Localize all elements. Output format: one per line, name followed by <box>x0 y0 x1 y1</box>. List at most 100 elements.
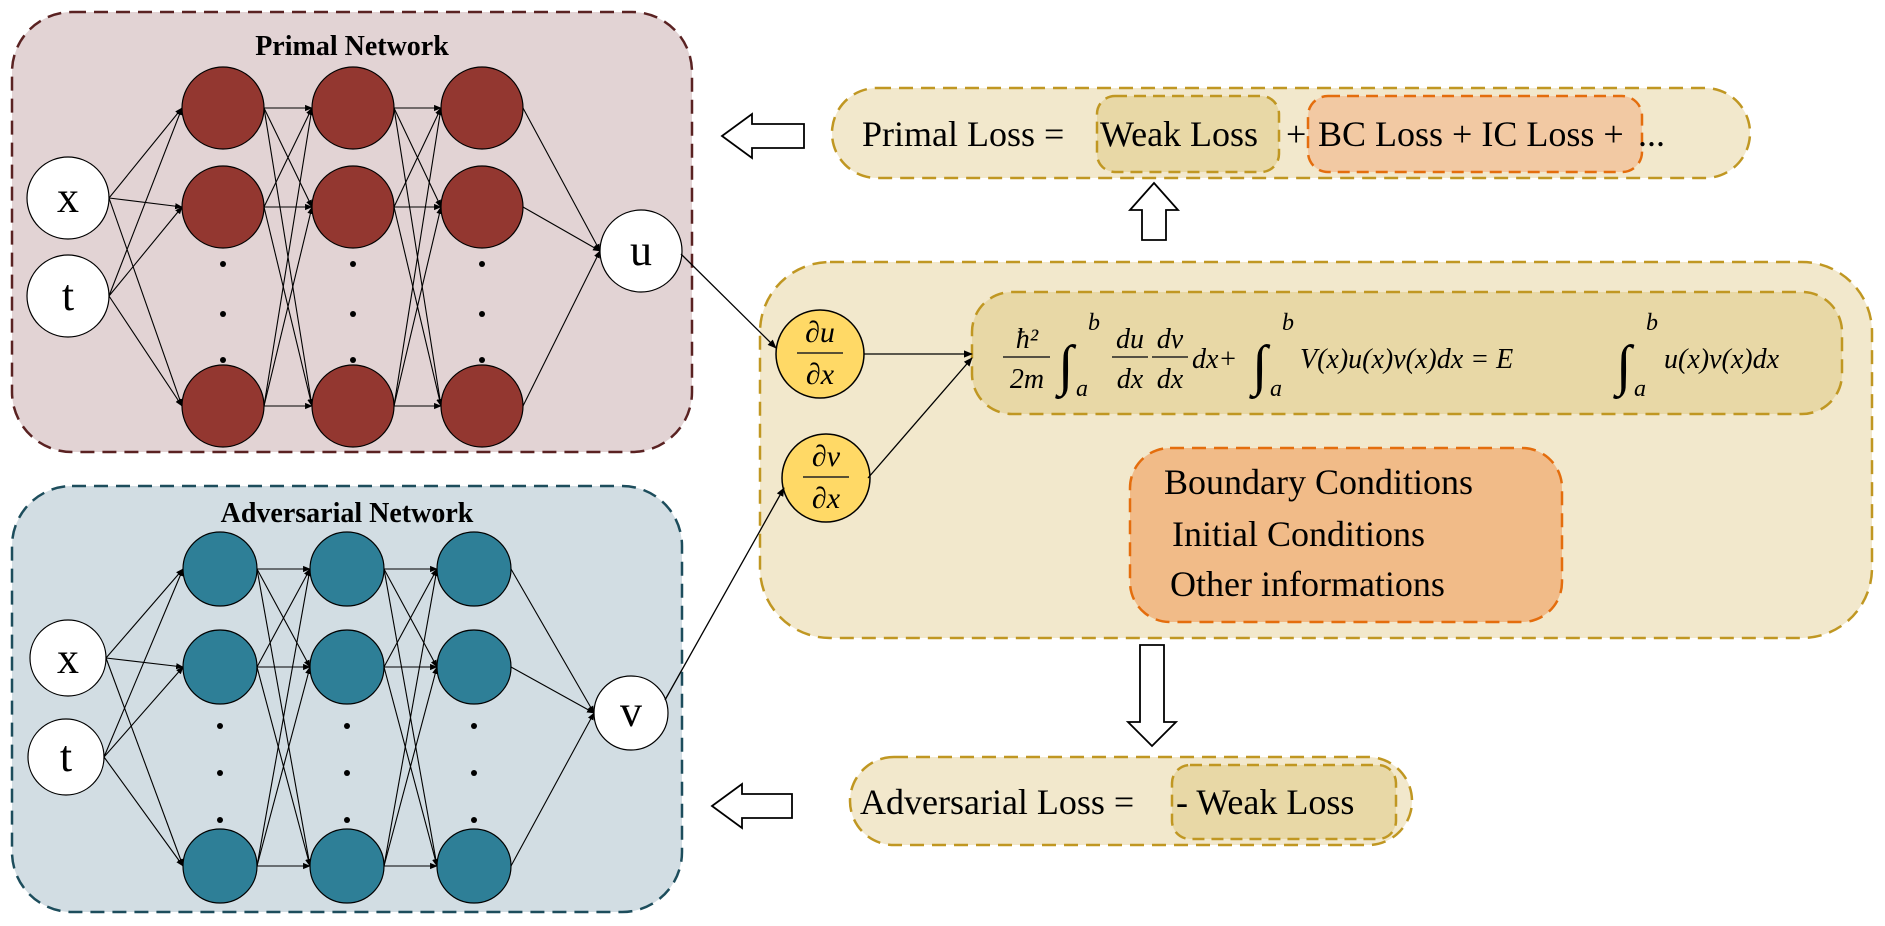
primal-bc-ic-loss: BC Loss + IC Loss + <box>1318 114 1633 154</box>
primal-network-panel: Primal Network x t u <box>10 10 694 454</box>
integral-2: ∫ <box>1249 335 1271 400</box>
adversarial-hidden-node-l2-n0 <box>436 531 512 607</box>
hollow-up-arrow-icon <box>1127 181 1181 241</box>
primal-bc-ic-highlight <box>1306 94 1644 174</box>
adversarial-edge-l1n2-l2n1 <box>383 666 439 867</box>
u-to-dudx-arrow <box>680 253 777 349</box>
hollow-down-arrow-icon <box>1125 644 1179 748</box>
primal-ellipsis-dot-l1-1 <box>350 311 356 317</box>
du-denominator: dx <box>1117 364 1144 395</box>
primal-input-x-label: x <box>57 173 79 222</box>
primal-weak-loss: Weak Loss <box>1100 114 1258 154</box>
primal-hidden-node-l0-n0 <box>181 66 265 150</box>
integral-3-upper: b <box>1646 310 1658 336</box>
dv-denominator: dx <box>1157 364 1184 395</box>
primal-loss-ellipsis: ... <box>1638 114 1665 154</box>
primal-ellipsis-dot-l2-1 <box>479 311 485 317</box>
adversarial-edge-input0-l0n0 <box>105 568 184 659</box>
adversarial-loss-prefix: Adversarial Loss = <box>860 782 1143 822</box>
primal-input-t-label: t <box>62 271 74 320</box>
integral-3-lower: a <box>1634 376 1646 402</box>
integral-1-lower: a <box>1076 376 1088 402</box>
adversarial-edge-l2n0-output <box>510 568 595 714</box>
primal-hidden-node-l0-n2 <box>181 364 265 448</box>
integral-3: ∫ <box>1613 335 1635 400</box>
dv-numerator: dv <box>1157 324 1184 355</box>
primal-ellipsis-dot-l0-1 <box>220 311 226 317</box>
dvdx-to-equation-arrow <box>867 357 973 479</box>
primal-edge-l1n1-l2n0 <box>393 107 442 208</box>
adversarial-network-panel: Adversarial Network x t v <box>10 484 684 914</box>
adversarial-edge-input1-l0n1 <box>103 666 184 758</box>
du-dx-label: ∂u ∂x <box>797 316 843 391</box>
primal-ellipsis-dot-l1-2 <box>350 357 356 363</box>
primal-hidden-node-l2-n1 <box>440 165 524 249</box>
primal-edge-input0-l0n2 <box>108 197 183 407</box>
adversarial-edge-l2n1-output <box>510 666 595 714</box>
adversarial-edge-l0n2-l1n0 <box>256 568 312 867</box>
primal-edge-l0n1-l1n0 <box>263 107 313 208</box>
coef-numerator: ħ² <box>1016 324 1039 355</box>
dv-dx-numerator: ∂v <box>812 440 841 473</box>
condition-boundary: Boundary Conditions <box>1164 462 1473 502</box>
adversarial-edge-l1n1-l2n0 <box>383 568 438 668</box>
adversarial-ellipsis-dot-l1-2 <box>344 817 350 823</box>
adversarial-ellipsis-dot-l0-0 <box>217 723 223 729</box>
primal-ellipsis-dot-l0-0 <box>220 261 226 267</box>
dv-dx-denominator: ∂x <box>812 482 841 515</box>
primal-edge-l0n2-l1n0 <box>263 107 314 407</box>
primal-hidden-node-l1-n0 <box>311 66 395 150</box>
integral-2-upper: b <box>1282 310 1294 336</box>
term1-tail: dx+ <box>1192 344 1237 375</box>
primal-hidden-node-l1-n1 <box>311 165 395 249</box>
primal-output-u-label: u <box>630 226 652 275</box>
conditions-box <box>1128 446 1564 624</box>
adversarial-edges <box>103 565 595 870</box>
adversarial-weak-loss-highlight <box>1170 763 1398 841</box>
term2: V(x)u(x)v(x)dx = E <box>1300 344 1513 375</box>
primal-nodes <box>26 66 683 448</box>
primal-edge-input1-l0n0 <box>108 107 183 297</box>
primal-edge-l1n2-l2n1 <box>393 206 443 407</box>
dv-dx-label: ∂v ∂x <box>803 440 849 515</box>
primal-edge-l2n0-output <box>522 107 601 252</box>
adversarial-output-node <box>593 675 669 751</box>
adversarial-network-title: Adversarial Network <box>221 498 474 529</box>
adversarial-hidden-node-l0-n2 <box>182 828 258 904</box>
adversarial-hidden-node-l2-n1 <box>436 629 512 705</box>
primal-hidden-node-l0-n1 <box>181 165 265 249</box>
adversarial-ellipsis-dot-l1-1 <box>344 770 350 776</box>
term3: u(x)v(x)dx <box>1664 344 1780 375</box>
adversarial-output-v-label: v <box>620 687 642 736</box>
dv-dx-node <box>781 433 871 523</box>
adversarial-edge-l0n1-l1n0 <box>256 568 311 668</box>
primal-hidden-node-l1-n2 <box>311 364 395 448</box>
adversarial-edge-l2n2-output <box>510 712 595 867</box>
du-dx-numerator: ∂u <box>805 316 835 349</box>
condition-other: Other informations <box>1170 564 1445 604</box>
adversarial-ellipsis-dot-l0-2 <box>217 817 223 823</box>
primal-output-node <box>599 209 683 293</box>
adversarial-hidden-node-l1-n1 <box>309 629 385 705</box>
adversarial-ellipsis-dot-l1-0 <box>344 723 350 729</box>
adversarial-edge-input0-l0n1 <box>105 657 184 670</box>
adversarial-ellipsis-dot-l2-0 <box>471 723 477 729</box>
adversarial-hidden-node-l0-n1 <box>182 629 258 705</box>
primal-loss-panel: Primal Loss = Weak Loss + BC Loss + IC L… <box>830 86 1752 180</box>
adversarial-hidden-node-l0-n0 <box>182 531 258 607</box>
primal-edge-l1n2-l2n0 <box>393 107 443 407</box>
primal-edge-l2n2-output <box>522 250 601 407</box>
hollow-left-arrow-adversarial-icon <box>710 782 793 830</box>
adversarial-edge-l0n2-l1n1 <box>256 666 312 867</box>
adversarial-edge-input0-l0n2 <box>105 657 184 867</box>
primal-ellipsis-dot-l0-2 <box>220 357 226 363</box>
hollow-left-arrow-primal-icon <box>720 112 805 160</box>
primal-input-node-1 <box>26 254 110 338</box>
primal-network-title: Primal Network <box>255 31 449 62</box>
adversarial-input-node-1 <box>27 718 105 796</box>
primal-ellipsis-dot-l2-0 <box>479 261 485 267</box>
primal-ellipsis-dot-l2-2 <box>479 357 485 363</box>
du-dx-denominator: ∂x <box>806 358 835 391</box>
condition-initial: Initial Conditions <box>1172 514 1425 554</box>
